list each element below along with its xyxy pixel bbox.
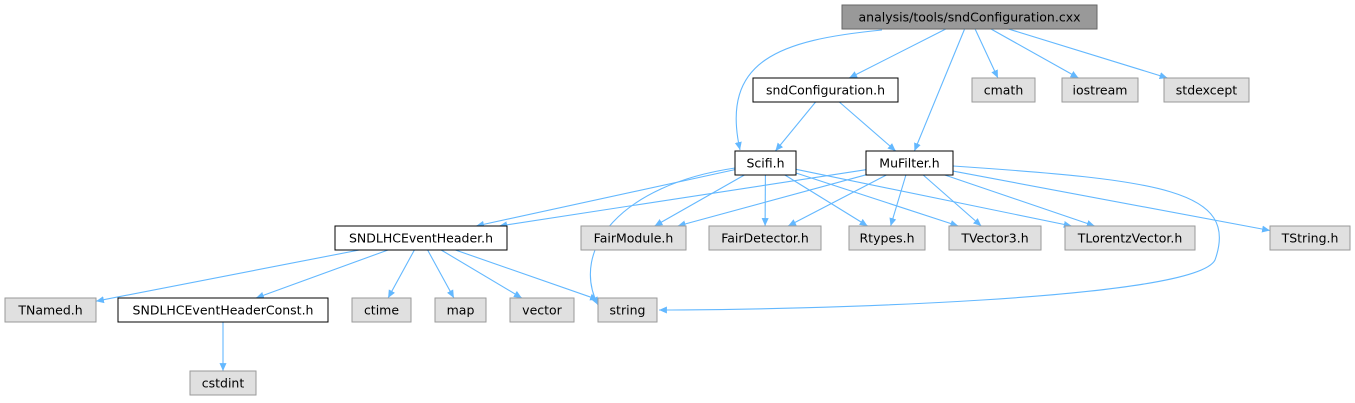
node-box bbox=[734, 150, 797, 176]
node-label: TVector3.h bbox=[960, 231, 1028, 246]
edge-root-to-scifi-h bbox=[734, 29, 883, 151]
node-label: map bbox=[447, 303, 475, 318]
node-box bbox=[1061, 77, 1139, 103]
node-label: sndConfiguration.h bbox=[766, 83, 885, 98]
node-tnamed-h: TNamed.h bbox=[4, 297, 97, 323]
node-map: map bbox=[434, 297, 487, 323]
node-label: Rtypes.h bbox=[859, 231, 914, 246]
edge-scifi-h-to-tlorentzvector-h bbox=[795, 168, 1072, 228]
edge-mufilter-h-to-fairmodule-h bbox=[677, 174, 867, 228]
edge-root-to-mufilter-h bbox=[913, 28, 966, 152]
node-box bbox=[971, 77, 1036, 103]
node-box bbox=[189, 370, 257, 396]
node-box bbox=[1163, 77, 1250, 103]
node-ctime: ctime bbox=[351, 297, 412, 323]
node-tstring-h: TString.h bbox=[1269, 225, 1351, 251]
edge-sndlhceventheader-h-to-vector bbox=[440, 249, 523, 299]
node-label: TLorentzVector.h bbox=[1077, 231, 1183, 246]
edge-sndlhceventheader-h-to-ctime bbox=[387, 249, 415, 299]
node-label: analysis/tools/sndConfiguration.cxx bbox=[859, 10, 1081, 25]
edge-scifi-h-to-rtypes-h bbox=[784, 174, 868, 227]
node-root-file[interactable]: analysis/tools/sndConfiguration.cxx bbox=[841, 4, 1098, 30]
edge-root-to-sndconfiguration-h bbox=[848, 28, 947, 79]
node-label: MuFilter.h bbox=[879, 156, 939, 171]
edge-root-to-stdexcept bbox=[1008, 28, 1168, 80]
edges-layer bbox=[95, 28, 1271, 371]
node-label: FairDetector.h bbox=[721, 231, 809, 246]
node-box bbox=[351, 297, 412, 323]
node-label: iostream bbox=[1073, 83, 1128, 98]
node-box bbox=[434, 297, 487, 323]
edge-mufilter-h-to-tvector3-h bbox=[922, 174, 982, 227]
node-cmath: cmath bbox=[971, 77, 1036, 103]
node-box bbox=[1064, 225, 1196, 251]
node-sndconfiguration-h[interactable]: sndConfiguration.h bbox=[752, 77, 899, 103]
node-label: stdexcept bbox=[1176, 83, 1237, 98]
node-tlorentzvector-h: TLorentzVector.h bbox=[1064, 225, 1196, 251]
edge-sndconfiguration-h-to-mufilter-h bbox=[838, 101, 897, 152]
edge-sndlhceventheader-h-to-sndlhceventheaderconst-h bbox=[255, 249, 389, 299]
node-label: vector bbox=[522, 303, 563, 318]
node-mufilter-h[interactable]: MuFilter.h bbox=[865, 150, 954, 176]
node-sndlhceventheaderconst-h[interactable]: SNDLHCEventHeaderConst.h bbox=[117, 297, 329, 323]
node-label: cstdint bbox=[202, 376, 245, 391]
node-rtypes-h: Rtypes.h bbox=[848, 225, 926, 251]
edge-root-to-cmath bbox=[974, 28, 999, 79]
node-fairmodule-h: FairModule.h bbox=[580, 225, 687, 251]
edge-mufilter-h-to-rtypes-h bbox=[889, 174, 907, 227]
node-box bbox=[948, 225, 1042, 251]
node-label: SNDLHCEventHeader.h bbox=[349, 231, 493, 246]
node-label: TString.h bbox=[1281, 231, 1339, 246]
node-sndlhceventheader-h[interactable]: SNDLHCEventHeader.h bbox=[334, 225, 508, 251]
node-box bbox=[597, 297, 658, 323]
edge-sndconfiguration-h-to-scifi-h bbox=[774, 101, 817, 152]
edge-scifi-h-to-fairmodule-h bbox=[654, 174, 745, 227]
node-label: string bbox=[610, 303, 646, 318]
node-label: SNDLHCEventHeaderConst.h bbox=[133, 303, 314, 318]
node-vector: vector bbox=[509, 297, 575, 323]
node-box bbox=[841, 4, 1098, 30]
node-box bbox=[334, 225, 508, 251]
edge-scifi-h-to-string bbox=[589, 167, 736, 306]
node-box bbox=[708, 225, 822, 251]
node-string: string bbox=[597, 297, 658, 323]
node-fairdetector-h: FairDetector.h bbox=[708, 225, 822, 251]
node-stdexcept: stdexcept bbox=[1163, 77, 1250, 103]
node-tvector3-h: TVector3.h bbox=[948, 225, 1042, 251]
node-label: cmath bbox=[984, 83, 1024, 98]
node-label: Scifi.h bbox=[746, 156, 784, 171]
edge-mufilter-h-to-fairdetector-h bbox=[787, 174, 887, 227]
node-box bbox=[117, 297, 329, 323]
node-box bbox=[1269, 225, 1351, 251]
node-iostream: iostream bbox=[1061, 77, 1139, 103]
node-box bbox=[752, 77, 899, 103]
edge-sndlhceventheader-h-to-map bbox=[427, 249, 455, 299]
node-label: TNamed.h bbox=[17, 303, 82, 318]
edge-root-to-iostream bbox=[990, 28, 1079, 79]
edge-mufilter-h-to-sndlhceventheader-h bbox=[499, 169, 867, 229]
edge-mufilter-h-to-tlorentzvector-h bbox=[944, 174, 1095, 227]
node-cstdint: cstdint bbox=[189, 370, 257, 396]
node-box bbox=[580, 225, 687, 251]
node-box bbox=[848, 225, 926, 251]
node-box bbox=[509, 297, 575, 323]
node-label: ctime bbox=[364, 303, 399, 318]
nodes-layer: analysis/tools/sndConfiguration.cxx sndC… bbox=[4, 4, 1351, 396]
edge-sndlhceventheader-h-to-tnamed-h bbox=[95, 249, 360, 304]
node-box bbox=[865, 150, 954, 176]
edge-mufilter-h-to-tstring-h bbox=[952, 170, 1271, 233]
node-box bbox=[4, 297, 97, 323]
node-scifi-h[interactable]: Scifi.h bbox=[734, 150, 797, 176]
node-label: FairModule.h bbox=[594, 231, 674, 246]
edge-scifi-h-to-sndlhceventheader-h bbox=[475, 169, 736, 228]
edge-mufilter-h-to-string bbox=[658, 165, 1220, 314]
edge-sndlhceventheader-h-to-string bbox=[455, 249, 599, 301]
edge-scifi-h-to-tvector3-h bbox=[795, 172, 959, 227]
